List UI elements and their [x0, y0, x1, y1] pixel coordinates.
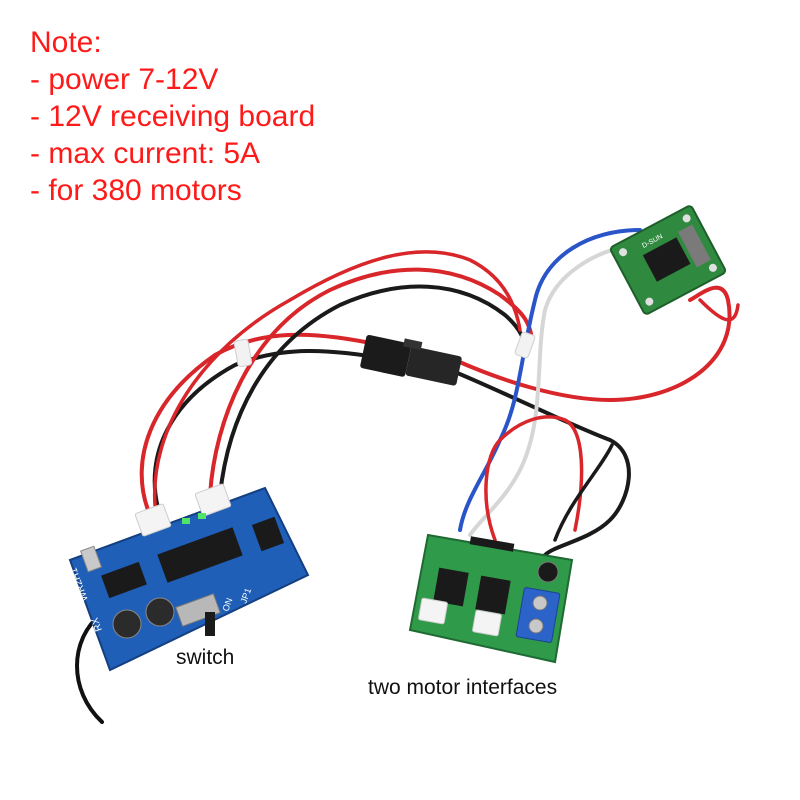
driver-header-pins [469, 536, 515, 552]
driver-ic-2 [475, 575, 511, 615]
wire-red-4 [453, 285, 732, 403]
cable-tie-right [514, 331, 536, 359]
receiver-jp-text: JP1 [238, 587, 253, 605]
connector-housing-left [360, 334, 412, 377]
note-line-max-current: - max current: 5A [30, 137, 261, 170]
switch-caption: switch [176, 646, 235, 669]
cable-ties [233, 331, 536, 368]
driver-connector-1 [418, 597, 448, 625]
wire-harness [75, 228, 740, 724]
wire-red-5 [484, 415, 584, 542]
receiver-ic-main [157, 527, 243, 583]
antenna-wire [75, 613, 104, 724]
buck-ic [642, 237, 691, 282]
buck-pad-3 [682, 214, 691, 223]
receiver-crystal [80, 545, 102, 573]
driver-connector-2 [472, 609, 502, 637]
spec-note: Note: - power 7-12V - 12V receiving boar… [30, 24, 315, 209]
buck-pad-2 [645, 297, 654, 306]
wire-red-1 [139, 332, 382, 512]
wire-black-3 [453, 370, 631, 557]
receiver-switch-lever [205, 612, 215, 636]
motor-interfaces-caption: two motor interfaces [368, 676, 558, 699]
motor-driver-board [408, 533, 574, 664]
receiver-on-text: ON [220, 597, 234, 613]
buck-pad-4 [708, 263, 717, 272]
connector-housing-right [405, 346, 462, 386]
receiver-connector-1 [134, 503, 172, 537]
note-title: Note: [30, 26, 102, 59]
receiver-switch [175, 593, 221, 627]
receiver-mosfet [251, 516, 285, 552]
note-line-motors: - for 380 motors [30, 174, 242, 207]
cable-tie-left [233, 338, 253, 368]
note-line-receiving-board: - 12V receiving board [30, 100, 316, 133]
receiver-connector-2 [194, 483, 232, 517]
driver-capacitor [537, 561, 559, 583]
wire-red-3 [152, 250, 522, 507]
wire-black-2 [218, 284, 528, 497]
connector-latch [403, 338, 423, 350]
receiver-capacitor-2 [145, 597, 175, 627]
driver-terminal-screw-1 [532, 595, 548, 611]
receiver-led-1 [182, 518, 190, 524]
receiver-ic-small [101, 561, 147, 599]
buck-inductor [678, 224, 711, 268]
receiver-led-2 [198, 513, 206, 519]
buck-pad-1 [619, 248, 628, 257]
buck-converter-board: D-SUN [609, 205, 727, 315]
driver-terminal-screw-2 [528, 618, 544, 634]
note-line-power: - power 7-12V [30, 63, 219, 96]
wire-black-4 [553, 443, 614, 542]
driver-ic-1 [433, 567, 469, 607]
wire-red-6 [698, 298, 740, 322]
sm-connector [360, 334, 462, 386]
receiver-board: WR2H1 RX ON JP1 [68, 483, 310, 672]
driver-terminal-block [515, 587, 561, 643]
wire-blue [458, 228, 642, 532]
wire-white [468, 243, 637, 537]
receiver-capacitor-1 [112, 609, 142, 639]
receiver-rx-text: RX [90, 616, 105, 633]
